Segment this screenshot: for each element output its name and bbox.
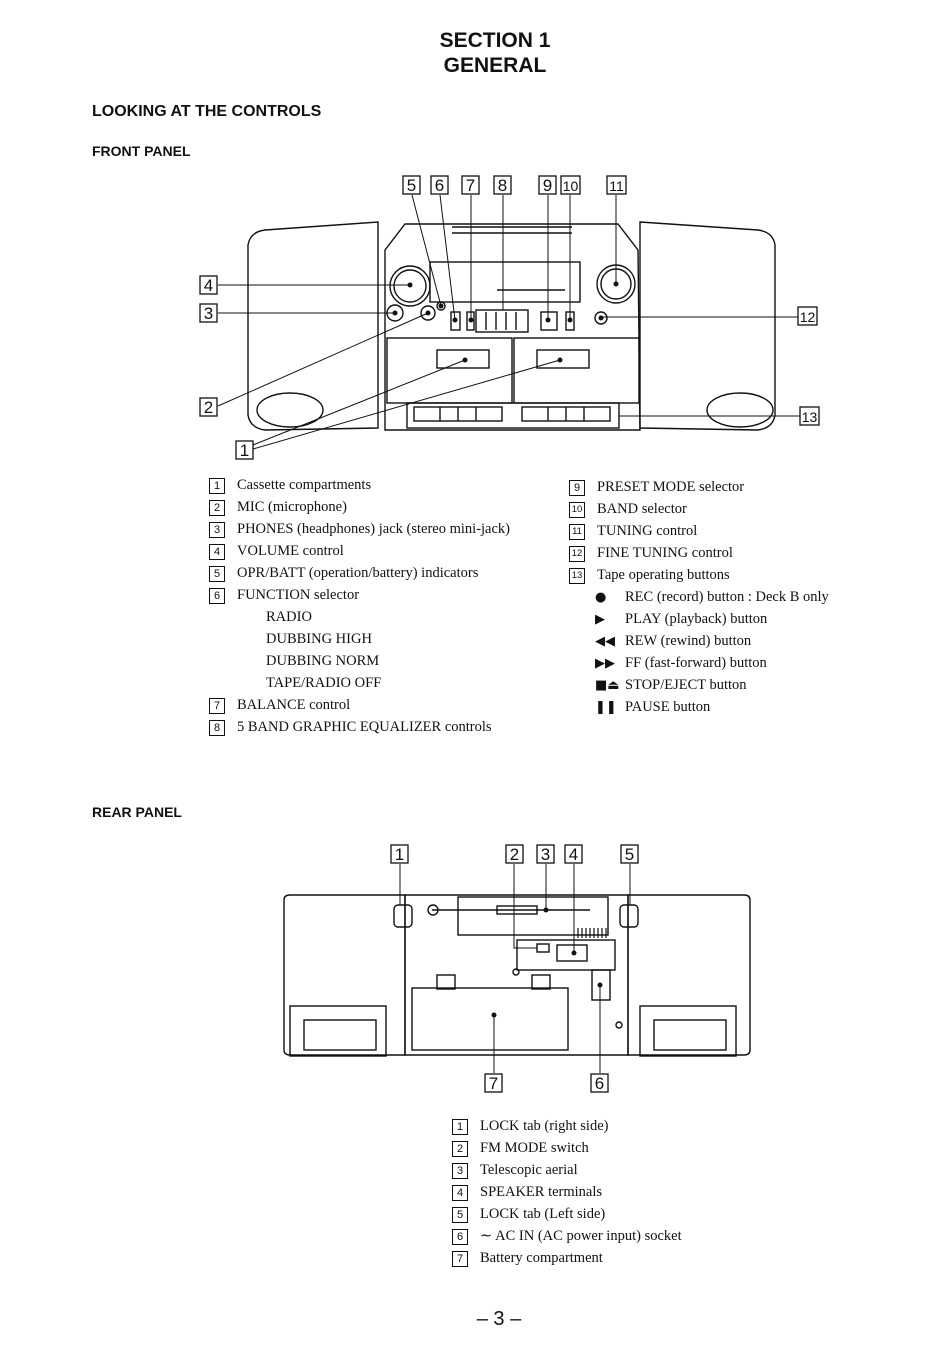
front-callout-11: 11 (609, 178, 624, 194)
function-option: DUBBING NORM (266, 653, 380, 669)
tape-button-item: ●REC (record) button : Deck B only (595, 589, 829, 605)
section-number: SECTION 1 (439, 29, 551, 52)
front-callout-13: 13 (802, 409, 818, 425)
aerial-housing (457, 896, 609, 936)
front-callout-10: 10 (563, 178, 579, 194)
front-callout-1: 1 (240, 441, 249, 460)
function-selector (450, 311, 461, 331)
tape-button-item: ▶PLAY (playback) button (595, 611, 768, 627)
rear-callout-7: 7 (489, 1074, 498, 1093)
rear-callout-1: 1 (395, 845, 404, 864)
rear-panel-heading: REAR PANEL (92, 804, 182, 820)
front-callout-6: 6 (435, 176, 444, 195)
rear-callout-4: 4 (569, 845, 578, 864)
right-speaker (639, 221, 776, 431)
rear-callout-6: 6 (595, 1074, 604, 1093)
tape-button-item: ▶▶FF (fast-forward) button (595, 655, 767, 671)
section-title: GENERAL (443, 54, 547, 77)
ac-wave-icon: ∼ (480, 1228, 493, 1244)
function-option: RADIO (266, 609, 312, 625)
fine-tuning-knob (594, 311, 608, 325)
lock-tab-left (619, 904, 639, 928)
rewind-icon: ◀◀ (595, 634, 615, 649)
mic (420, 305, 436, 321)
battery-compartment (411, 987, 569, 1051)
right-speaker-port (706, 392, 774, 428)
legend-item: 6∼AC IN (AC power input) socket (452, 1227, 682, 1245)
front-callout-8: 8 (498, 176, 507, 195)
tape-button-item: ❚❚PAUSE button (595, 699, 711, 715)
rear-callout-5: 5 (625, 845, 634, 864)
preset-mode-selector (540, 311, 558, 331)
record-icon: ● (595, 590, 607, 605)
front-callout-9: 9 (543, 176, 552, 195)
rear-callout-3: 3 (541, 845, 550, 864)
front-panel-heading: FRONT PANEL (92, 143, 191, 159)
speaker-terminals (556, 944, 588, 962)
left-speaker (247, 221, 379, 431)
page-number: – 3 – (476, 1308, 522, 1330)
main-unit (384, 223, 641, 431)
front-callout-3: 3 (204, 304, 213, 323)
play-icon: ▶ (595, 612, 605, 627)
controls-heading: LOOKING AT THE CONTROLS (92, 103, 322, 120)
lock-tab-right (393, 904, 413, 928)
ac-in-socket (591, 969, 611, 1001)
stop-eject-icon: ■⏏ (595, 678, 620, 693)
front-callout-4: 4 (204, 276, 213, 295)
equalizer-panel (475, 309, 529, 333)
rear-right-speaker (627, 894, 751, 1056)
rear-main-unit (404, 894, 629, 1056)
function-option: TAPE/RADIO OFF (266, 675, 382, 691)
rear-callout-2: 2 (510, 845, 519, 864)
front-callout-2: 2 (204, 398, 213, 417)
tape-button-item: ■⏏STOP/EJECT button (595, 677, 747, 693)
volume-knob (389, 265, 431, 307)
fast-forward-icon: ▶▶ (595, 656, 615, 671)
tape-button-item: ◀◀REW (rewind) button (595, 633, 752, 649)
front-callout-7: 7 (466, 176, 475, 195)
function-option: DUBBING HIGH (266, 631, 372, 647)
pause-icon: ❚❚ (595, 700, 617, 715)
front-callout-12: 12 (800, 309, 816, 325)
front-callout-5: 5 (407, 176, 416, 195)
opr-batt-indicator (436, 301, 446, 311)
left-speaker-port (256, 392, 324, 428)
